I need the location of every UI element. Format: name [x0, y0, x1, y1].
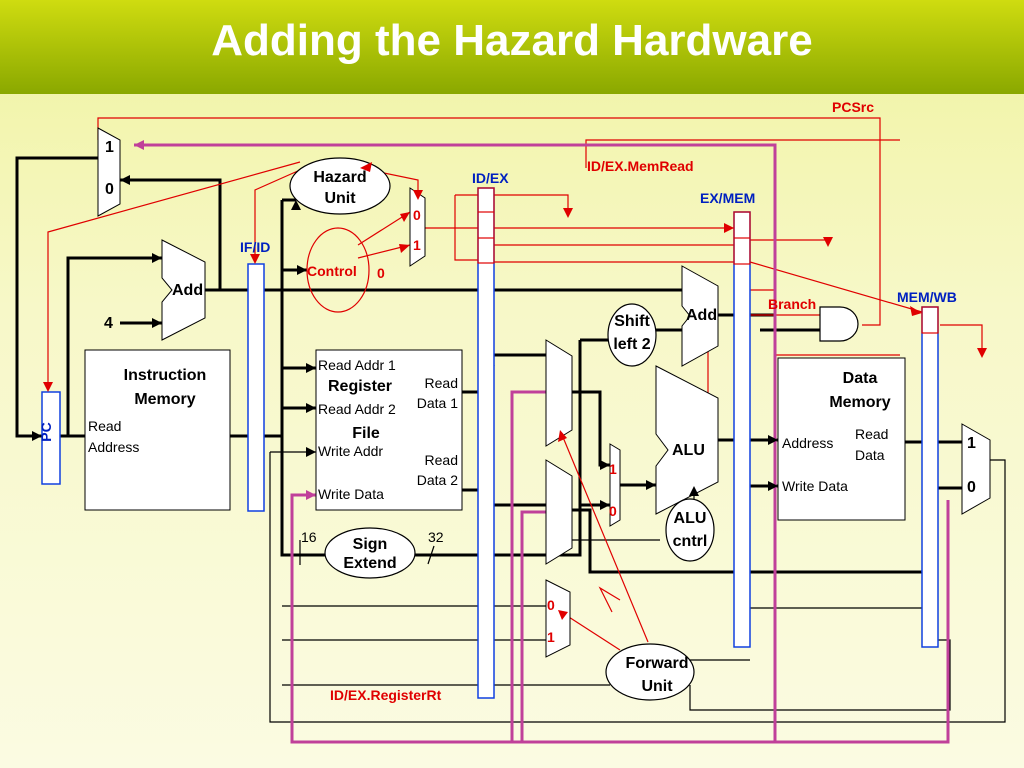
- branch-label: Branch: [768, 296, 816, 312]
- register-read-addr-2: Read Addr 2: [318, 401, 396, 417]
- instruction-memory-port-1: Read: [88, 418, 121, 434]
- register-file-title-2: File: [352, 425, 380, 442]
- instruction-memory-port-2: Address: [88, 439, 139, 455]
- register-file: [315, 349, 463, 511]
- sign-extend-label-1: Sign: [353, 536, 388, 553]
- forward-mux-a: [545, 339, 573, 447]
- shift-left-label-2: left 2: [613, 336, 650, 353]
- constant-four: 4: [104, 315, 113, 332]
- forward-unit-label-2: Unit: [641, 678, 673, 695]
- forward-unit: [605, 643, 695, 701]
- control-zero: 0: [377, 265, 385, 281]
- forward-unit-label-1: Forward: [625, 655, 688, 672]
- data-memory-read-data-1: Read: [855, 426, 888, 442]
- pc-mux: [97, 127, 121, 217]
- sign-extend-out-width: 32: [428, 529, 444, 545]
- pc-register: [41, 391, 61, 485]
- pc-label: PC: [38, 422, 54, 441]
- id-ex-control-fields: [477, 187, 495, 264]
- sign-extend: [324, 527, 416, 579]
- mem-wb-register: [921, 306, 939, 648]
- pcsrc-label: PCSrc: [832, 99, 874, 115]
- register-read-data-1-a: Read: [425, 375, 458, 391]
- data-memory-title-2: Memory: [829, 394, 890, 411]
- control-mux: [409, 187, 426, 267]
- alu-control-label-2: cntrl: [673, 533, 708, 550]
- pc-mux-input-0: 0: [105, 181, 114, 198]
- pc-mux-input-1: 1: [105, 139, 114, 156]
- hazard-unit: [289, 157, 391, 215]
- data-memory: [777, 357, 906, 521]
- hazard-unit-label-1: Hazard: [313, 169, 366, 186]
- pc-adder: [161, 239, 206, 341]
- forward-paths: [134, 143, 950, 744]
- hazard-unit-label-2: Unit: [324, 190, 356, 207]
- control-label: Control: [307, 263, 357, 279]
- ex-mem-register: [733, 211, 751, 648]
- id-ex-memread-label: ID/EX.MemRead: [587, 158, 694, 174]
- data-memory-address: Address: [782, 435, 833, 451]
- register-file-title-1: Register: [328, 378, 392, 395]
- data-memory-write-data: Write Data: [782, 478, 848, 494]
- register-read-addr-1: Read Addr 1: [318, 357, 396, 373]
- instruction-memory-title-2: Memory: [134, 391, 195, 408]
- forward-select-input-0: 0: [547, 597, 555, 613]
- branch-and-gate: [819, 306, 859, 342]
- register-write-addr: Write Addr: [318, 443, 383, 459]
- forward-mux-b: [545, 459, 573, 565]
- control-wires: [47, 117, 983, 651]
- alu-src-mux-input-0: 0: [609, 503, 617, 519]
- control-mux-input-0: 0: [413, 207, 421, 223]
- id-ex-label: ID/EX: [472, 170, 509, 186]
- alu-control-label-1: ALU: [674, 510, 707, 527]
- sign-extend-label-2: Extend: [343, 555, 396, 572]
- shift-left-2: [607, 303, 657, 367]
- alu-src-mux-input-1: 1: [609, 461, 617, 477]
- data-memory-title-1: Data: [843, 370, 878, 387]
- register-read-data-2-a: Read: [425, 452, 458, 468]
- instruction-memory: [84, 349, 231, 511]
- instruction-memory-title-1: Instruction: [124, 367, 207, 384]
- writeback-mux-input-0: 0: [967, 479, 976, 496]
- register-read-data-2-b: Data 2: [417, 472, 458, 488]
- data-memory-read-data-2: Data: [855, 447, 885, 463]
- branch-adder: [681, 265, 719, 367]
- if-id-register: [247, 263, 265, 512]
- if-id-label: IF/ID: [240, 239, 270, 255]
- register-read-data-1-b: Data 1: [417, 395, 458, 411]
- branch-adder-label: Add: [686, 307, 717, 324]
- forward-select-input-1: 1: [547, 629, 555, 645]
- register-write-data: Write Data: [318, 486, 384, 502]
- alu-control: [665, 498, 715, 562]
- shift-left-label-1: Shift: [614, 313, 650, 330]
- alu-src-mux: [609, 443, 621, 527]
- writeback-mux: [961, 423, 991, 515]
- writeback-mux-input-1: 1: [967, 435, 976, 452]
- slide-title: Adding the Hazard Hardware: [211, 16, 813, 65]
- arrowheads: [32, 140, 987, 620]
- mem-wb-label: MEM/WB: [897, 289, 957, 305]
- alu: [655, 365, 719, 515]
- alu-label: ALU: [672, 442, 705, 459]
- ex-mem-label: EX/MEM: [700, 190, 755, 206]
- forward-select-mux: [545, 579, 571, 658]
- id-ex-register: [477, 187, 495, 699]
- control-mux-input-1: 1: [413, 237, 421, 253]
- id-ex-registerrt-label: ID/EX.RegisterRt: [330, 687, 442, 703]
- sign-extend-in-width: 16: [301, 529, 317, 545]
- pc-adder-label: Add: [172, 282, 203, 299]
- title-bar: Adding the Hazard Hardware: [0, 0, 1024, 94]
